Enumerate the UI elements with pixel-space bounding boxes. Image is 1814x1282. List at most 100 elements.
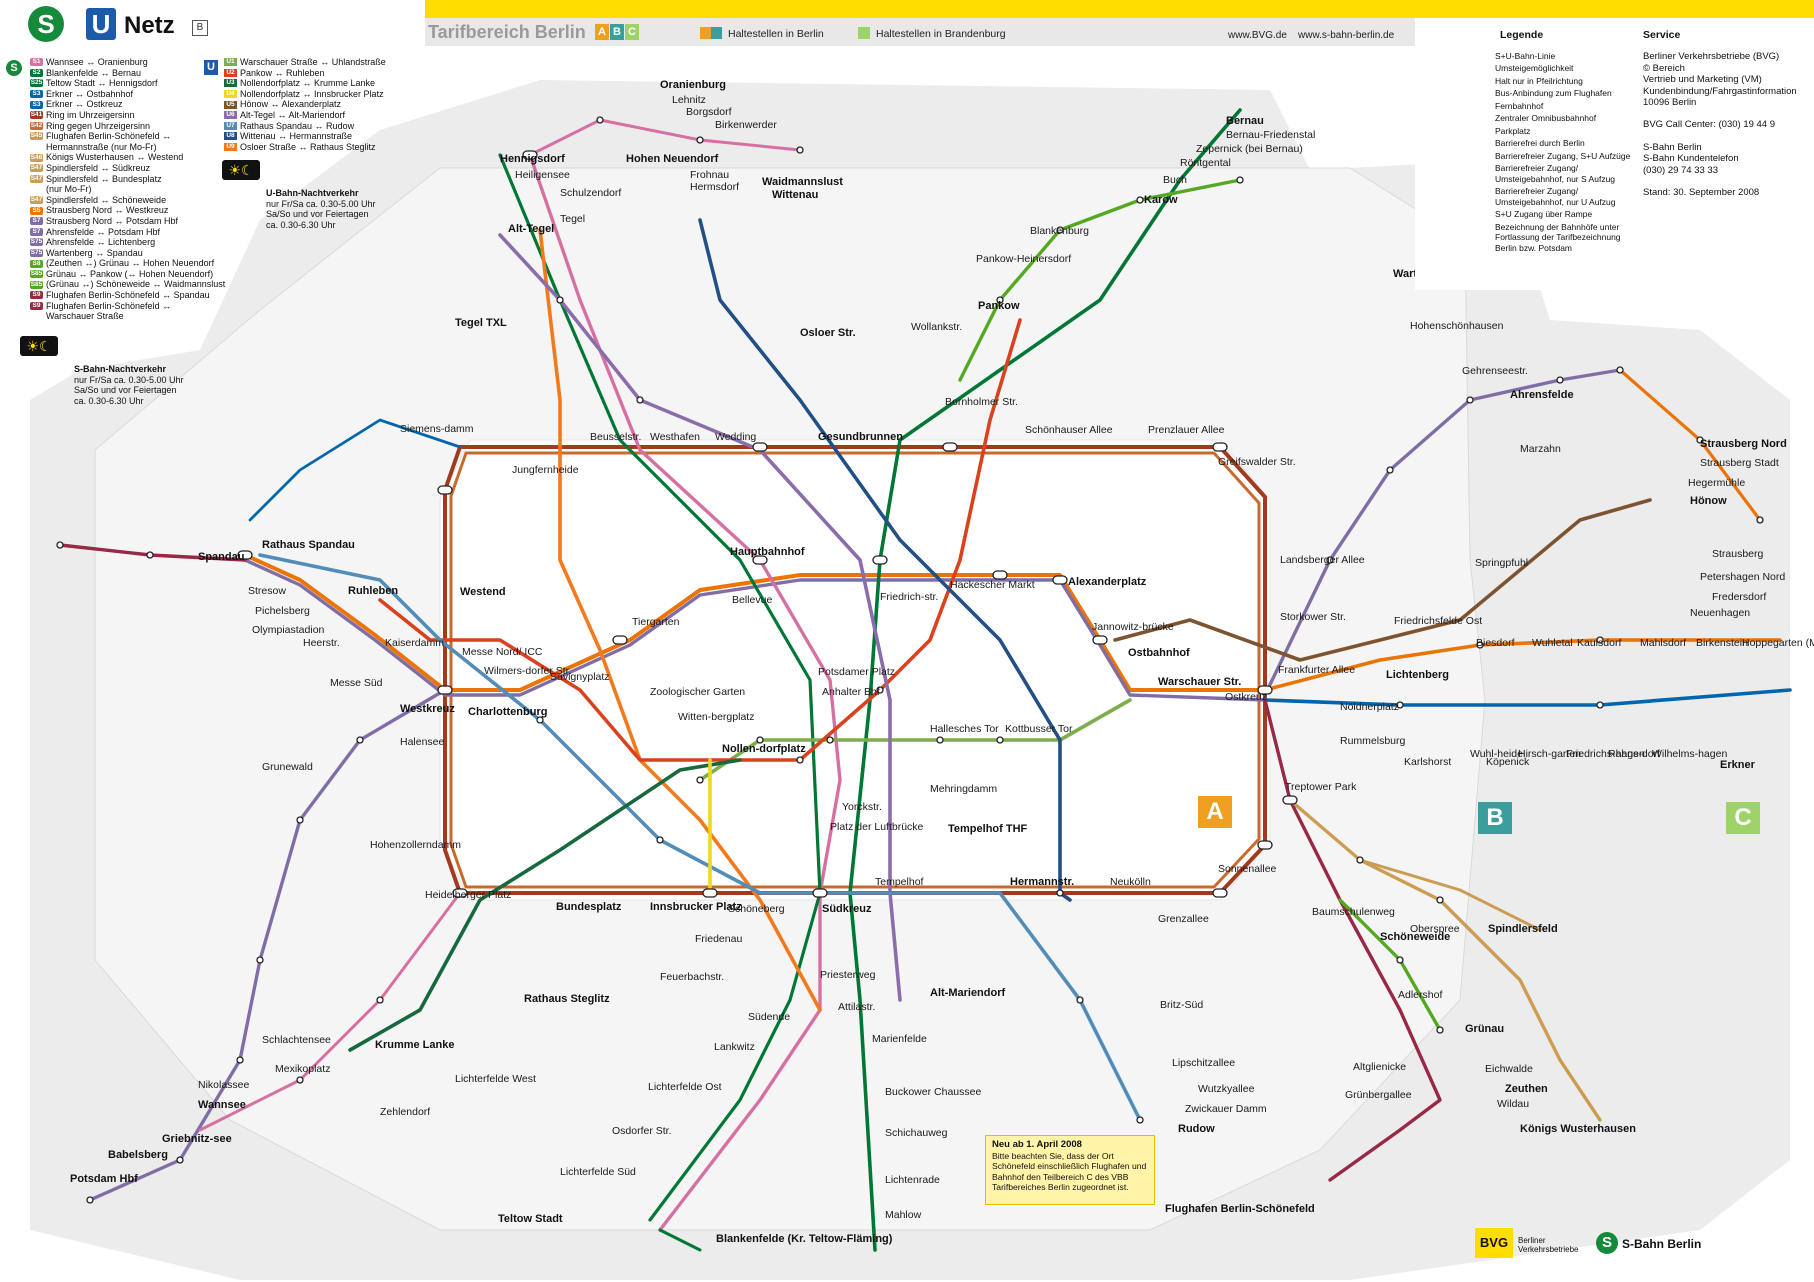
station-bornholmer-str[interactable]: Bornholmer Str. xyxy=(945,396,1018,408)
station-pichelsberg[interactable]: Pichelsberg xyxy=(255,605,310,617)
station-ahrensfelde[interactable]: Ahrensfelde xyxy=(1510,389,1574,401)
station-waidmannslust[interactable]: Waidmannslust xyxy=(762,176,843,188)
station-anhalter-bhf[interactable]: Anhalter Bhf xyxy=(822,686,880,698)
station-hegermuehle[interactable]: Hegermühle xyxy=(1688,477,1745,489)
station-warschauer-str[interactable]: Warschauer Str. xyxy=(1158,676,1241,688)
station-westkreuz[interactable]: Westkreuz xyxy=(400,703,455,715)
station-sonnenallee[interactable]: Sonnenallee xyxy=(1218,863,1277,875)
station-friedrichstr[interactable]: Friedrich-str. xyxy=(880,591,938,603)
station-babelsberg[interactable]: Babelsberg xyxy=(108,1149,168,1161)
station-koenigs-wusterhausen[interactable]: Königs Wusterhausen xyxy=(1520,1123,1636,1135)
station-lichterfelde-ost[interactable]: Lichterfelde Ost xyxy=(648,1081,722,1093)
station-schoeneberg[interactable]: Schöneberg xyxy=(728,903,785,915)
station-nikolassee[interactable]: Nikolassee xyxy=(198,1079,250,1091)
station-ostbahnhof[interactable]: Ostbahnhof xyxy=(1128,647,1190,659)
station-wilmersdorfer-str[interactable]: Wilmers-dorfer Str. xyxy=(484,665,572,677)
station-friedrichshagen[interactable]: Friedrichs-hagen xyxy=(1566,748,1645,760)
station-ostkreuz[interactable]: Ostkreuz xyxy=(1225,691,1267,703)
station-lichtenberg[interactable]: Lichtenberg xyxy=(1386,669,1449,681)
station-strausberg-stadt[interactable]: Strausberg Stadt xyxy=(1700,457,1779,469)
station-jannowitzbruecke[interactable]: Jannowitz-brücke xyxy=(1092,621,1174,633)
station-potsdam-hbf[interactable]: Potsdam Hbf xyxy=(70,1173,138,1185)
station-nollendorfplatz[interactable]: Nollen-dorfplatz xyxy=(722,743,806,755)
station-alt-tegel[interactable]: Alt-Tegel xyxy=(508,223,554,235)
station-westhafen[interactable]: Westhafen xyxy=(650,431,700,443)
station-beusselstr[interactable]: Beusselstr. xyxy=(590,431,641,443)
station-hohen-neuendorf[interactable]: Hohen Neuendorf xyxy=(626,153,719,165)
station-wutzkyallee[interactable]: Wutzkyallee xyxy=(1198,1083,1255,1095)
station-feuerbachstr[interactable]: Feuerbachstr. xyxy=(660,971,724,983)
station-tiergarten[interactable]: Tiergarten xyxy=(632,616,680,628)
station-hohenschoenhausen[interactable]: Hohenschönhausen xyxy=(1410,320,1504,332)
station-friedrichsfelde-ost[interactable]: Friedrichsfelde Ost xyxy=(1394,615,1482,627)
station-savignyplatz[interactable]: Savignyplatz xyxy=(550,671,610,683)
station-wedding[interactable]: Wedding xyxy=(715,431,756,443)
station-karlshorst[interactable]: Karlshorst xyxy=(1404,756,1451,768)
station-attilastr[interactable]: Attilastr. xyxy=(838,1001,875,1013)
station-spindlersfeld[interactable]: Spindlersfeld xyxy=(1488,923,1558,935)
station-rudow[interactable]: Rudow xyxy=(1178,1123,1215,1135)
station-lehnitz[interactable]: Lehnitz xyxy=(672,94,706,106)
station-prenzlauer-allee[interactable]: Prenzlauer Allee xyxy=(1148,424,1225,436)
station-frankfurter-allee[interactable]: Frankfurter Allee xyxy=(1278,664,1355,676)
station-storkower-str[interactable]: Storkower Str. xyxy=(1280,611,1346,623)
station-hirschgarten[interactable]: Hirsch-garten xyxy=(1518,748,1581,760)
station-zoologischer-garten[interactable]: Zoologischer Garten xyxy=(650,686,745,698)
station-yorckstr[interactable]: Yorckstr. xyxy=(842,801,882,813)
station-biesdorf[interactable]: Biesdorf xyxy=(1476,637,1515,649)
station-erkner[interactable]: Erkner xyxy=(1720,759,1756,771)
station-britz-sued[interactable]: Britz-Süd xyxy=(1160,999,1203,1011)
station-heerstr[interactable]: Heerstr. xyxy=(303,637,340,649)
station-grunewald[interactable]: Grunewald xyxy=(262,761,313,773)
station-mahlow[interactable]: Mahlow xyxy=(885,1209,922,1221)
station-strausberg[interactable]: Strausberg xyxy=(1712,548,1764,560)
station-gesundbrunnen[interactable]: Gesundbrunnen xyxy=(818,431,903,443)
station-bellevue[interactable]: Bellevue xyxy=(732,594,772,606)
station-springpfuhl[interactable]: Springpfuhl xyxy=(1475,557,1528,569)
station-hermannstr[interactable]: Hermannstr. xyxy=(1010,876,1074,888)
station-alexanderplatz[interactable]: Alexanderplatz xyxy=(1068,576,1147,588)
website-links[interactable]: www.BVG.de www.s-bahn-berlin.de xyxy=(1228,30,1395,41)
station-buckower-chaussee[interactable]: Buckower Chaussee xyxy=(885,1086,981,1098)
station-lankwitz[interactable]: Lankwitz xyxy=(714,1041,755,1053)
station-mehringdamm[interactable]: Mehringdamm xyxy=(930,783,997,795)
station-grenzallee[interactable]: Grenzallee xyxy=(1158,913,1209,925)
station-mexikoplatz[interactable]: Mexikoplatz xyxy=(275,1063,330,1075)
station-mahlsdorf[interactable]: Mahlsdorf xyxy=(1640,637,1686,649)
station-rathaus-spandau[interactable]: Rathaus Spandau xyxy=(262,539,355,551)
station-wilhelmshagen[interactable]: Wilhelms-hagen xyxy=(1652,748,1727,760)
station-neukoelln[interactable]: Neukölln xyxy=(1110,876,1151,888)
station-tempelhof[interactable]: Tempelhof xyxy=(875,876,924,888)
station-tempelhof-thf[interactable]: Tempelhof THF xyxy=(948,823,1028,835)
station-heiligensee[interactable]: Heiligensee xyxy=(515,169,570,181)
station-ruhleben[interactable]: Ruhleben xyxy=(348,585,398,597)
station-potsdamer-platz[interactable]: Potsdamer Platz xyxy=(818,666,895,678)
station-altglienicke[interactable]: Altglienicke xyxy=(1353,1061,1406,1073)
station-schoeneweide[interactable]: Schöneweide xyxy=(1380,931,1450,943)
station-wittenau[interactable]: Wittenau xyxy=(772,189,818,201)
station-tegel[interactable]: Tegel xyxy=(560,213,585,225)
station-halensee[interactable]: Halensee xyxy=(400,736,445,748)
station-krumme-lanke[interactable]: Krumme Lanke xyxy=(375,1039,454,1051)
station-hauptbahnhof[interactable]: Hauptbahnhof xyxy=(730,546,805,558)
station-bundesplatz[interactable]: Bundesplatz xyxy=(556,901,622,913)
station-zeuthen[interactable]: Zeuthen xyxy=(1505,1083,1548,1095)
station-baumschulenweg[interactable]: Baumschulenweg xyxy=(1312,906,1395,918)
station-gruenbergallee[interactable]: Grünbergallee xyxy=(1345,1089,1412,1101)
station-suedkreuz[interactable]: Südkreuz xyxy=(822,903,872,915)
station-eichwalde[interactable]: Eichwalde xyxy=(1485,1063,1533,1075)
station-karow[interactable]: Karow xyxy=(1144,194,1178,206)
station-siemensdamm[interactable]: Siemens-damm xyxy=(400,423,474,435)
station-roentgental[interactable]: Röntgental xyxy=(1180,157,1231,169)
station-fredersdorf[interactable]: Fredersdorf xyxy=(1712,591,1766,603)
station-zwickauer-damm[interactable]: Zwickauer Damm xyxy=(1185,1103,1267,1115)
station-westend[interactable]: Westend xyxy=(460,586,506,598)
station-teltow-stadt[interactable]: Teltow Stadt xyxy=(498,1213,563,1225)
station-schoenefeld[interactable]: Flughafen Berlin-Schönefeld xyxy=(1165,1203,1315,1215)
station-bernau[interactable]: Bernau xyxy=(1226,115,1264,127)
station-innsbrucker-platz[interactable]: Innsbrucker Platz xyxy=(650,901,742,913)
station-borgsdorf[interactable]: Borgsdorf xyxy=(686,106,732,118)
station-bernau-friedenstal[interactable]: Bernau-Friedenstal xyxy=(1226,129,1315,141)
station-marzahn[interactable]: Marzahn xyxy=(1520,443,1561,455)
station-strausberg-nord[interactable]: Strausberg Nord xyxy=(1700,438,1787,450)
